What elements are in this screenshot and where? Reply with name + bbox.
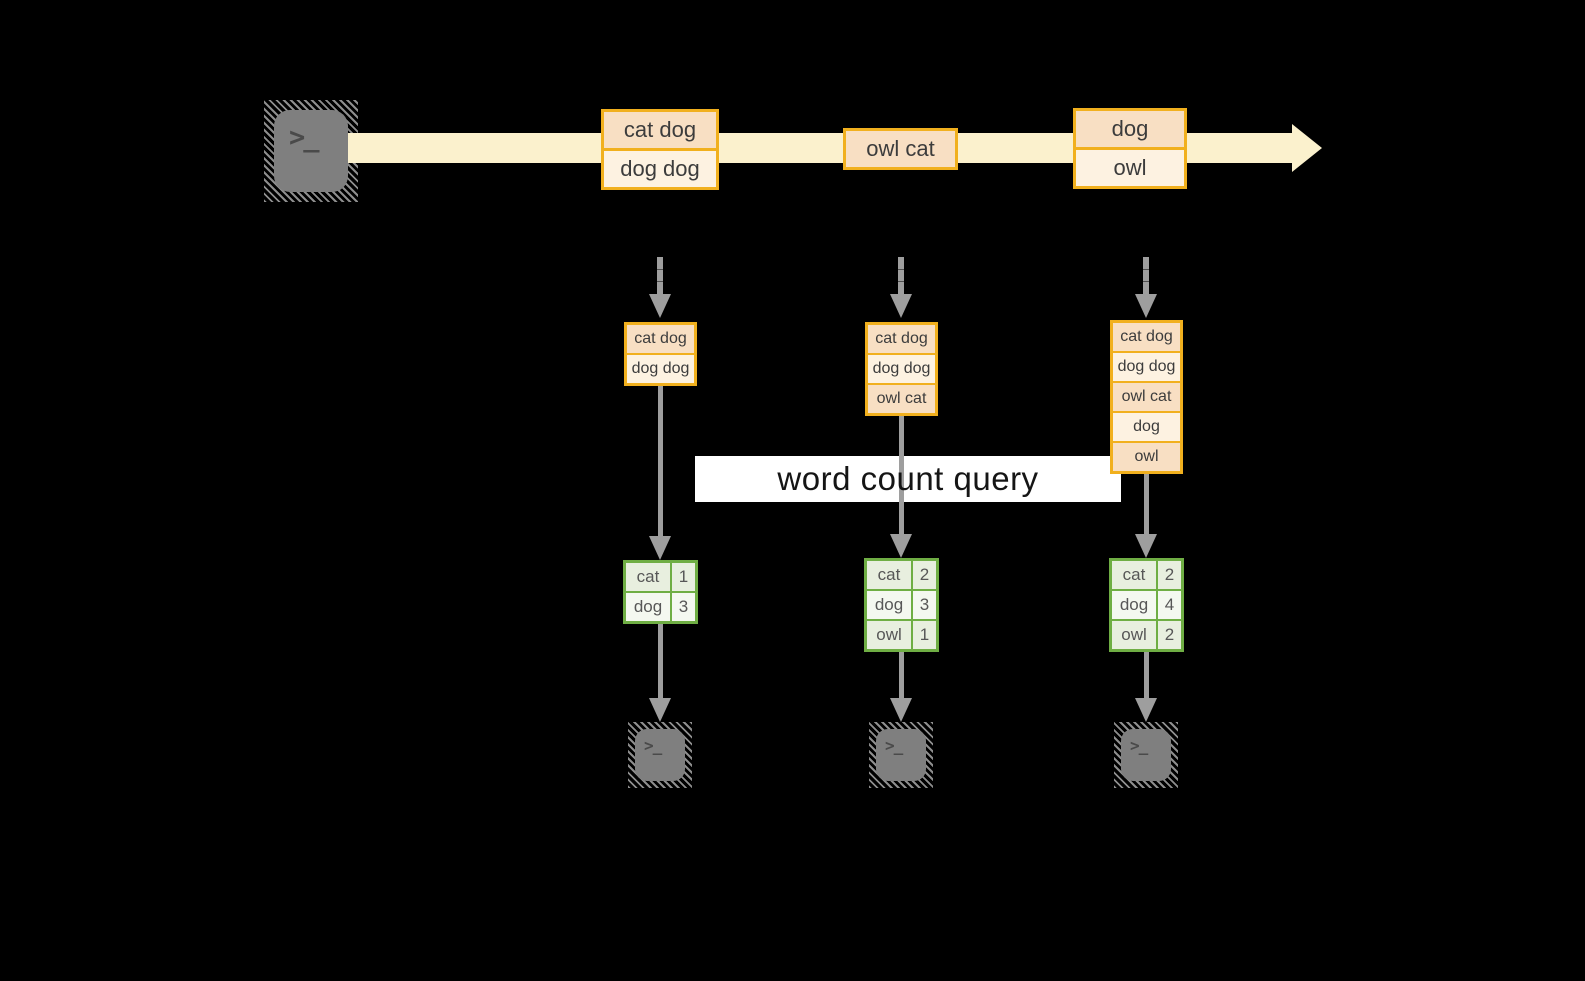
result-arrow bbox=[899, 652, 904, 698]
event-buffer-stack-2: cat dog dog dog owl cat bbox=[865, 322, 938, 416]
arrowhead-icon bbox=[649, 536, 671, 560]
stream-event-group-1: cat dog dog dog bbox=[601, 109, 719, 190]
arrowhead-icon bbox=[1135, 534, 1157, 558]
ingest-arrow-dashed bbox=[657, 257, 663, 294]
event-cell: cat dog bbox=[1113, 323, 1180, 351]
table-count-cell: 3 bbox=[672, 593, 695, 621]
word-count-table-3: cat 2 dog 4 owl 2 bbox=[1109, 558, 1184, 652]
table-word-cell: cat bbox=[1112, 561, 1156, 589]
arrowhead-icon bbox=[890, 534, 912, 558]
sink-terminal-body: >_ bbox=[1121, 729, 1171, 781]
arrowhead-icon bbox=[649, 698, 671, 722]
table-count-cell: 3 bbox=[913, 591, 936, 619]
word-count-table-2: cat 2 dog 3 owl 1 bbox=[864, 558, 939, 652]
sink-terminal-icon-1: >_ bbox=[628, 722, 692, 788]
event-cell: cat dog bbox=[604, 112, 716, 148]
event-cell: cat dog bbox=[868, 325, 935, 353]
event-buffer-stack-3: cat dog dog dog owl cat dog owl bbox=[1110, 320, 1183, 474]
event-cell: dog dog bbox=[604, 151, 716, 187]
arrowhead-icon bbox=[649, 294, 671, 318]
table-word-cell: owl bbox=[1112, 621, 1156, 649]
stream-event-group-2: owl cat bbox=[843, 128, 958, 170]
table-word-cell: owl bbox=[867, 621, 911, 649]
event-cell: dog dog bbox=[1113, 353, 1180, 381]
table-count-cell: 2 bbox=[913, 561, 936, 589]
result-arrow bbox=[658, 624, 663, 698]
word-count-table-1: cat 1 dog 3 bbox=[623, 560, 698, 624]
sink-terminal-body: >_ bbox=[635, 729, 685, 781]
event-cell: cat dog bbox=[627, 325, 694, 353]
stream-event-group-3: dog owl bbox=[1073, 108, 1187, 189]
table-count-cell: 2 bbox=[1158, 621, 1181, 649]
ingest-arrow-dashed bbox=[898, 257, 904, 294]
terminal-prompt-glyph: >_ bbox=[289, 122, 320, 153]
query-banner bbox=[695, 456, 1121, 502]
source-terminal-icon: >_ bbox=[264, 100, 358, 202]
table-count-cell: 2 bbox=[1158, 561, 1181, 589]
event-cell: owl cat bbox=[1113, 383, 1180, 411]
event-cell: owl bbox=[1076, 150, 1184, 186]
source-terminal-body: >_ bbox=[274, 110, 348, 192]
event-cell: owl bbox=[1113, 443, 1180, 471]
event-cell: dog dog bbox=[868, 355, 935, 383]
table-word-cell: dog bbox=[867, 591, 911, 619]
result-arrow bbox=[1144, 652, 1149, 698]
table-word-cell: cat bbox=[626, 563, 670, 591]
event-cell: dog bbox=[1113, 413, 1180, 441]
event-cell: dog dog bbox=[627, 355, 694, 383]
query-arrow bbox=[1144, 474, 1149, 534]
sink-terminal-icon-2: >_ bbox=[869, 722, 933, 788]
table-count-cell: 1 bbox=[913, 621, 936, 649]
arrowhead-icon bbox=[1135, 698, 1157, 722]
stream-arrowhead-icon bbox=[1292, 124, 1322, 172]
sink-terminal-body: >_ bbox=[876, 729, 926, 781]
ingest-arrow-dashed bbox=[1143, 257, 1149, 294]
event-cell: owl cat bbox=[846, 131, 955, 167]
sink-terminal-icon-3: >_ bbox=[1114, 722, 1178, 788]
event-cell: owl cat bbox=[868, 385, 935, 413]
table-word-cell: cat bbox=[867, 561, 911, 589]
terminal-prompt-glyph: >_ bbox=[885, 736, 903, 755]
arrowhead-icon bbox=[890, 698, 912, 722]
query-arrow bbox=[658, 386, 663, 536]
terminal-prompt-glyph: >_ bbox=[644, 736, 662, 755]
table-word-cell: dog bbox=[1112, 591, 1156, 619]
event-buffer-stack-1: cat dog dog dog bbox=[624, 322, 697, 386]
table-word-cell: dog bbox=[626, 593, 670, 621]
terminal-prompt-glyph: >_ bbox=[1130, 736, 1148, 755]
query-banner-label: word count query bbox=[777, 460, 1039, 497]
arrowhead-icon bbox=[1135, 294, 1157, 318]
event-cell: dog bbox=[1076, 111, 1184, 147]
arrowhead-icon bbox=[890, 294, 912, 318]
table-count-cell: 1 bbox=[672, 563, 695, 591]
table-count-cell: 4 bbox=[1158, 591, 1181, 619]
query-arrow bbox=[899, 416, 904, 534]
